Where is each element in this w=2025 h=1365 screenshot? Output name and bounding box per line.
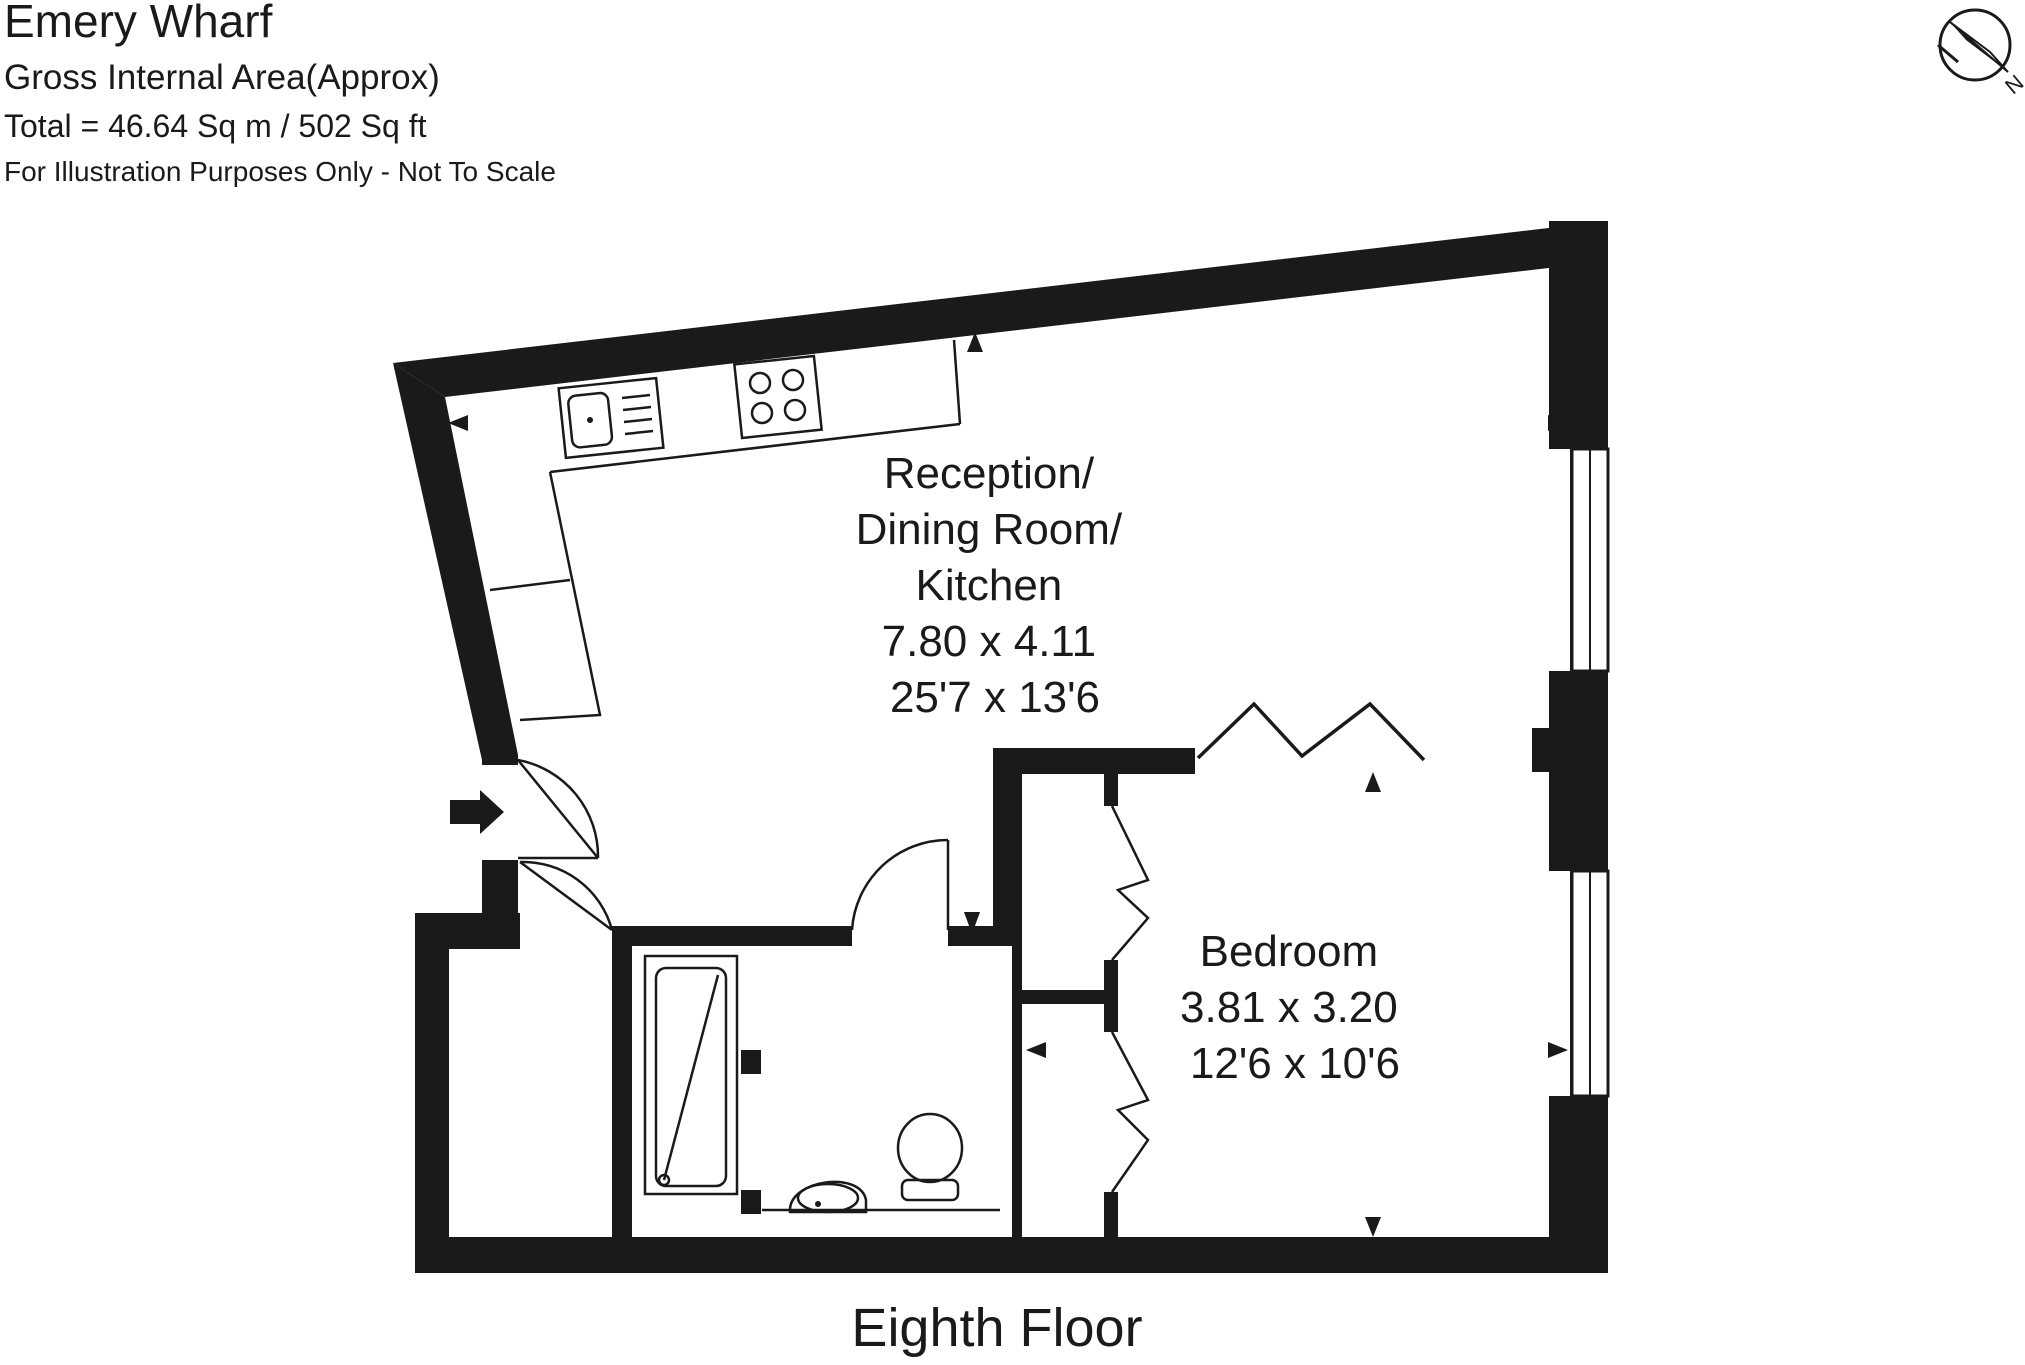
entrance-arrow-icon [450,790,504,834]
area-label: Gross Internal Area(Approx) [4,58,440,97]
outer-walls [393,221,1610,1273]
total-area: Total = 46.64 Sq m / 502 Sq ft [4,108,427,144]
bifold-door [1196,701,1426,762]
disclaimer: For Illustration Purposes Only - Not To … [4,156,556,187]
cupboard-door [519,860,614,932]
property-name: Emery Wharf [4,0,273,47]
sink-icon [557,376,665,460]
compass-letter: N [2000,70,2025,99]
entrance-door [450,758,600,860]
marker-icons [448,332,1568,1237]
reception-label: Reception/ Dining Room/ Kitchen 7.80 x 4… [856,449,1135,722]
kitchen-counter [489,339,962,722]
bath-icon [643,954,739,1196]
bedroom-label: Bedroom 3.81 x 3.20 12'6 x 10'6 [1180,927,1410,1088]
toilet-icon [896,1112,964,1202]
bathroom-door [850,838,950,931]
compass-north-icon: N [1937,8,2025,99]
basin-icon [788,1180,868,1214]
wardrobe-doors [1110,805,1150,1193]
floor-label: Eighth Floor [851,1298,1142,1358]
interior-walls [612,748,1195,1246]
hob-icon [732,354,824,440]
